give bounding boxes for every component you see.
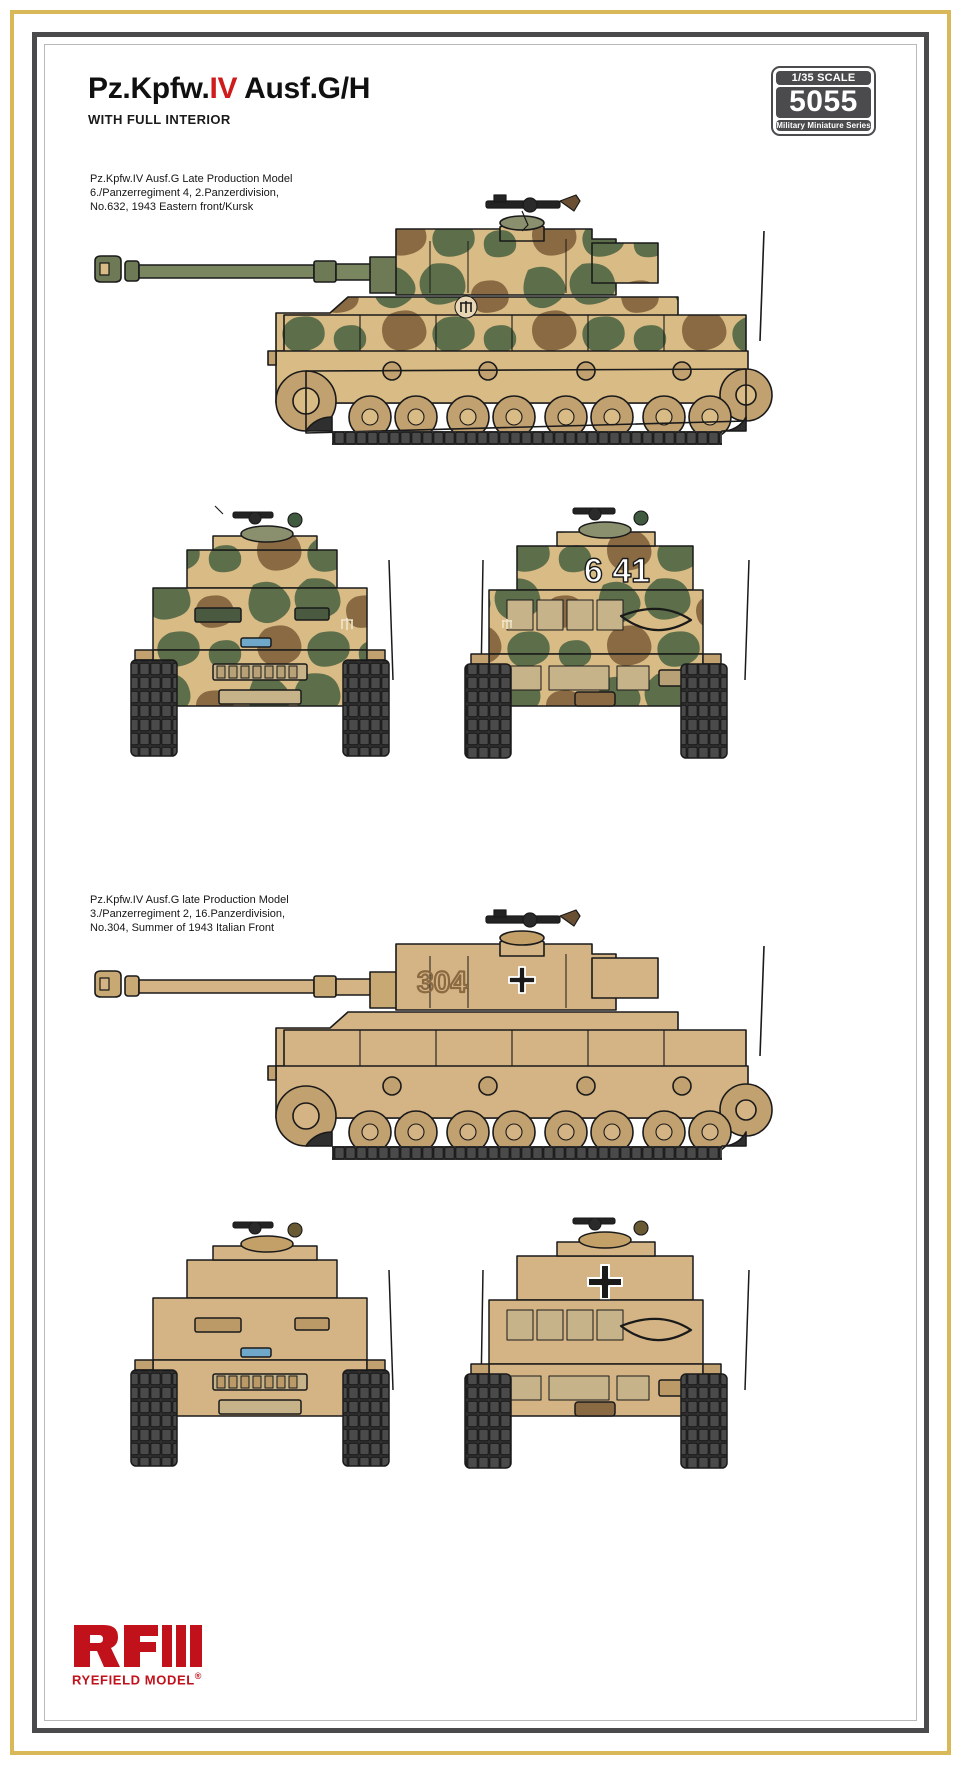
scheme-1-front-view bbox=[95, 480, 425, 770]
scale-badge: 1/35 SCALE 5055 Military Miniature Serie… bbox=[771, 66, 876, 136]
badge-series-label: Military Miniature Series bbox=[776, 119, 871, 131]
scheme-2-front-view bbox=[95, 1190, 425, 1480]
scheme-2-caption-line-2: 3./Panzerregiment 2, 16.Panzerdivision, bbox=[90, 908, 286, 920]
badge-kit-number: 5055 bbox=[776, 86, 871, 118]
scheme-1-caption-line-1: Pz.Kpfw.IV Ausf.G Late Production Model bbox=[90, 173, 293, 185]
scheme-1-caption: Pz.Kpfw.IV Ausf.G Late Production Model … bbox=[90, 172, 292, 214]
scheme-2-side-profile: 304 bbox=[70, 880, 870, 1180]
brand-name: RYEFIELD MODEL® bbox=[72, 1671, 204, 1687]
scheme-1-caption-line-2: 6./Panzerregiment 4, 2.Panzerdivision, bbox=[90, 187, 279, 199]
brand-name-text: RYEFIELD MODEL bbox=[72, 1672, 195, 1687]
title-part-2: Ausf.G/H bbox=[237, 72, 371, 105]
registered-mark: ® bbox=[194, 1670, 202, 1681]
title-part-1: Pz.Kpfw. bbox=[88, 72, 210, 105]
scheme-2-caption-line-1: Pz.Kpfw.IV Ausf.G late Production Model bbox=[90, 894, 289, 906]
scheme-1-rear-view: 6 41 bbox=[445, 480, 785, 770]
page-title: Pz.Kpfw.IV Ausf.G/H bbox=[88, 72, 370, 106]
brand-logo: RYEFIELD MODEL® bbox=[72, 1623, 204, 1687]
scheme-2-turret-number: 304 bbox=[417, 966, 467, 999]
title-accent: IV bbox=[209, 72, 238, 105]
scheme-2-caption-line-3: No.304, Summer of 1943 Italian Front bbox=[90, 922, 275, 934]
scheme-1-caption-line-3: No.632, 1943 Eastern front/Kursk bbox=[90, 201, 254, 213]
scheme-2-rear-view bbox=[445, 1190, 785, 1480]
rfm-logo-mark bbox=[74, 1624, 202, 1667]
page-subtitle: WITH FULL INTERIOR bbox=[88, 112, 231, 127]
scheme-1-side-profile bbox=[70, 165, 870, 465]
scheme-1-turret-number: 6 41 bbox=[584, 552, 650, 590]
scheme-2-caption: Pz.Kpfw.IV Ausf.G late Production Model … bbox=[90, 893, 289, 935]
title-block: Pz.Kpfw.IV Ausf.G/H WITH FULL INTERIOR bbox=[88, 72, 370, 127]
badge-scale-label: 1/35 SCALE bbox=[776, 71, 871, 85]
